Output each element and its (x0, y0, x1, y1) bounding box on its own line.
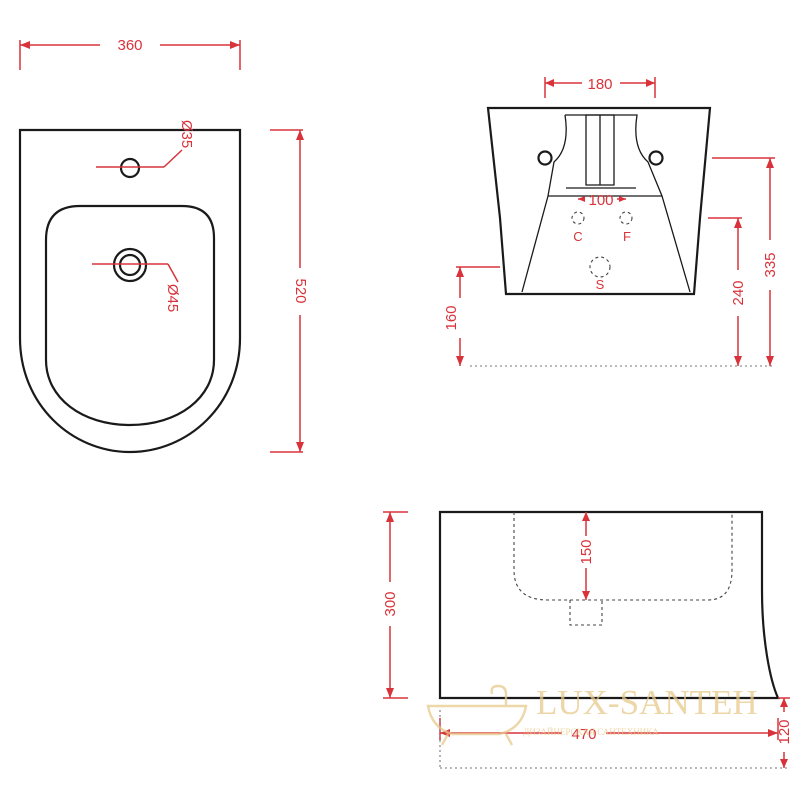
tap-hole-label: Ø35 (178, 120, 195, 148)
total-height-label: 335 (762, 252, 779, 277)
inlet-height-label: 240 (730, 280, 747, 305)
inlet-hot-label: F (623, 229, 631, 244)
inlet-cold (571, 211, 585, 225)
drain-hole-label: Ø45 (164, 284, 181, 312)
floor-clearance-label: 120 (776, 719, 793, 744)
rear-view-cavity (521, 114, 691, 293)
inlet-spacing-label: 100 (588, 192, 613, 209)
bathtub-logo-icon (426, 684, 528, 746)
top-view: 360 520 Ø35 Ø45 (18, 37, 309, 454)
watermark-brand: LUX-SANTEH (536, 683, 758, 722)
width-label: 360 (117, 37, 142, 54)
waste-height-label: 160 (443, 305, 460, 330)
side-view-bowl (513, 512, 733, 601)
drain-hole-inner (118, 253, 142, 277)
rear-view-outline (486, 106, 712, 296)
watermark: LUX-SANTEH ДИЗАЙНЕРСКАЯ САНТЕХНИКА (426, 683, 758, 746)
bowl-depth-label: 150 (578, 539, 595, 564)
top-view-bowl (44, 204, 216, 427)
watermark-tagline: ДИЗАЙНЕРСКАЯ САНТЕХНИКА (523, 727, 659, 737)
rear-view-inlet-block (585, 114, 615, 186)
side-view-drain (569, 600, 603, 626)
fixing-hole-right (648, 150, 664, 166)
top-view-outline (18, 128, 242, 454)
side-view: 150 300 470 120 (382, 510, 793, 769)
drain-hole-outer (112, 247, 148, 283)
fixing-spacing-label: 180 (587, 76, 612, 93)
waste-outlet (589, 256, 611, 278)
rear-view: C F S 180 100 160 240 (443, 76, 779, 367)
fixing-hole-left (537, 150, 553, 166)
waste-label: S (596, 277, 605, 292)
tap-hole (119, 157, 141, 179)
inlet-hot (619, 211, 633, 225)
length-label: 470 (571, 726, 596, 743)
side-view-outline (438, 510, 780, 700)
inlet-cold-label: C (573, 229, 582, 244)
depth-label: 520 (292, 278, 309, 303)
height-label: 300 (382, 591, 399, 616)
